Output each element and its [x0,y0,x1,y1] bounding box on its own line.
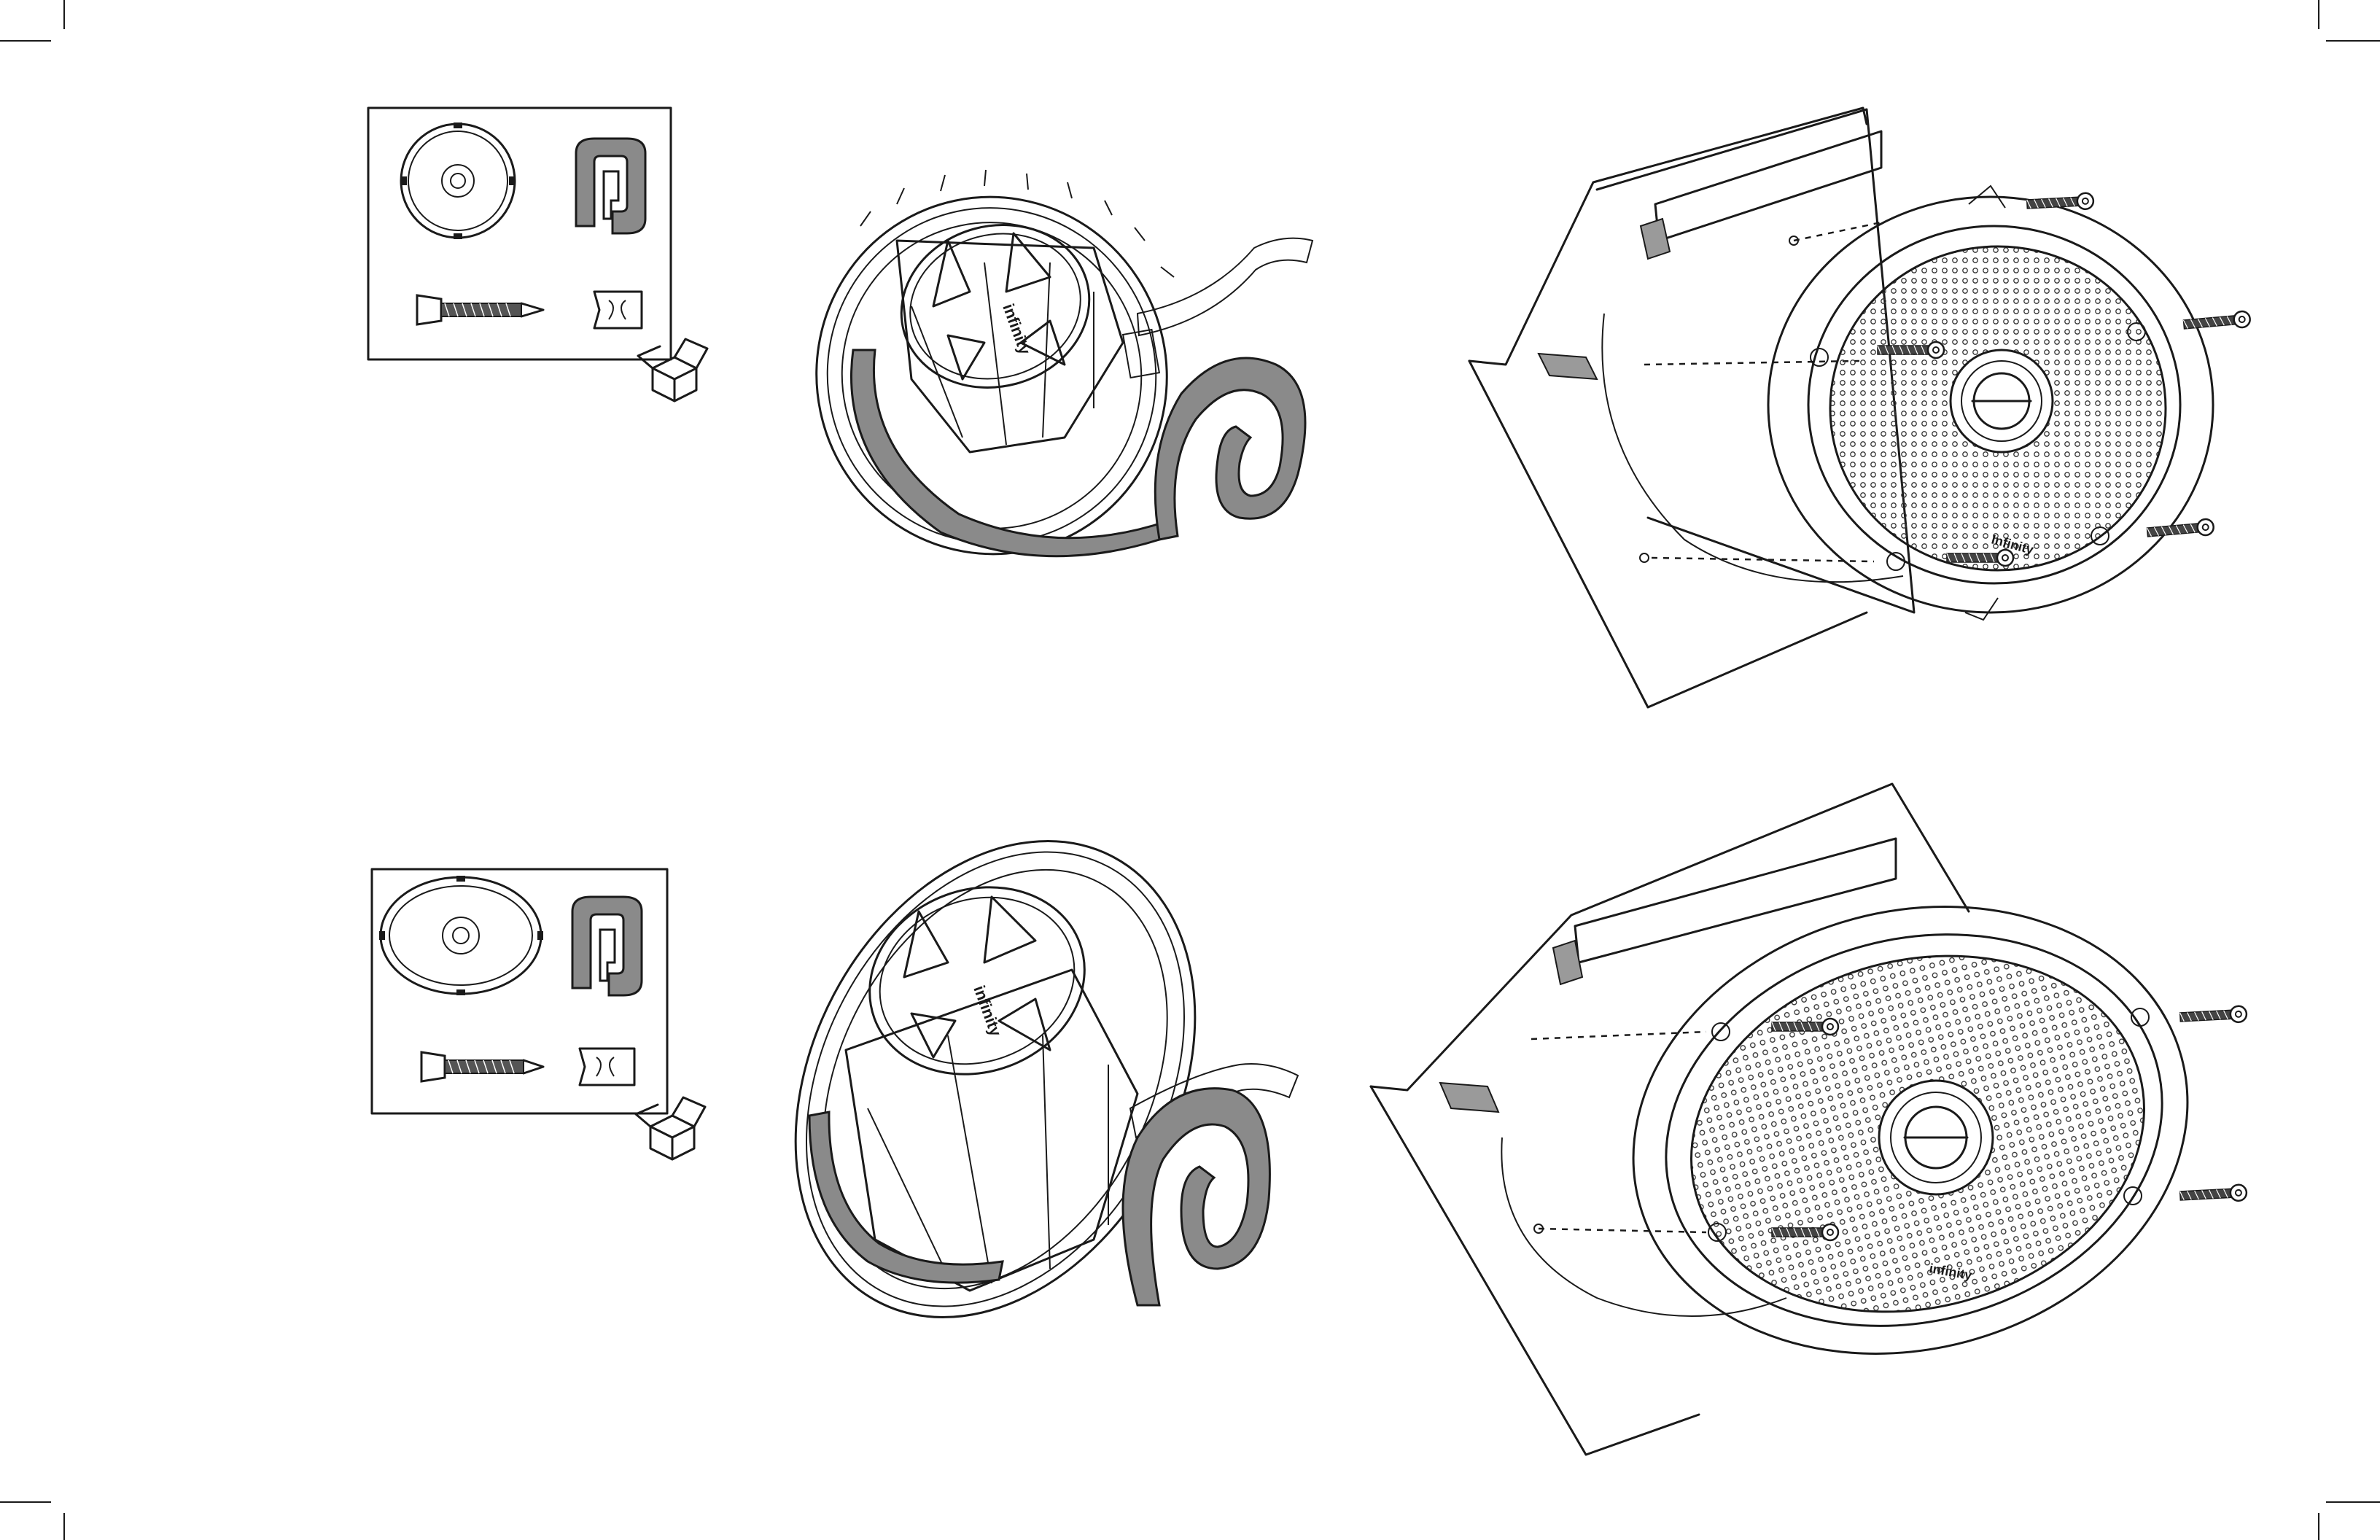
parts-box-icon [638,339,707,401]
gasket-icon [572,897,642,995]
gasket-icon [576,139,645,233]
brand-mark: infinity [999,301,1034,357]
grille-icon [379,876,543,995]
speaker-icon: infinity [783,164,1312,586]
screw-icon [421,1052,543,1081]
parts-box-icon [636,1097,705,1159]
parts-panel-round [368,108,671,359]
screw-icon [417,295,543,324]
mounting-panel-icon: Infinity [1469,108,2251,707]
clip-icon [580,1049,634,1085]
parts-panel-oval [372,869,667,1113]
grille-icon [401,122,515,239]
speaker-icon: infinity [716,771,1298,1387]
clip-icon [594,292,642,328]
brand-mark: infinity [970,983,1005,1039]
mounting-panel-icon: infinity [1371,784,2247,1455]
